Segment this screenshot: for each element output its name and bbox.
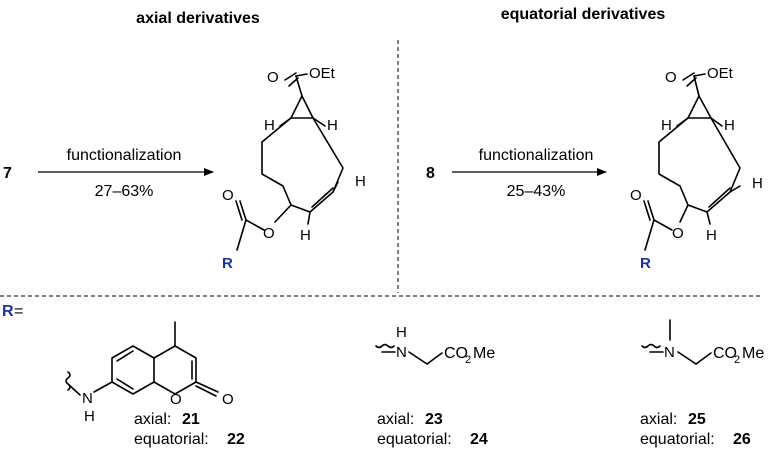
svg-text:O: O (222, 187, 234, 204)
svg-text:H: H (724, 117, 735, 134)
reaction-equatorial: 8 functionalization 25–43% (426, 147, 607, 200)
substituent-glycine-ester: N H CO 2 Me axial: 23 equatorial: 24 (375, 324, 495, 448)
svg-text:R: R (222, 255, 233, 272)
svg-text:N: N (396, 344, 407, 361)
svg-text:H: H (84, 408, 95, 425)
svg-text:=: = (14, 303, 23, 320)
start-compound-label: 8 (426, 165, 435, 182)
reagent-label: functionalization (67, 147, 182, 164)
reagent-label: functionalization (479, 147, 594, 164)
yield-label: 27–63% (95, 183, 154, 200)
svg-text:22: 22 (227, 431, 245, 448)
svg-text:axial:: axial: (640, 411, 677, 428)
svg-text:H: H (661, 117, 672, 134)
svg-text:2: 2 (734, 354, 740, 366)
svg-text:21: 21 (182, 411, 200, 428)
svg-text:H: H (706, 227, 717, 244)
svg-text:equatorial:: equatorial: (134, 431, 209, 448)
svg-text:R: R (2, 303, 14, 320)
svg-text:O: O (263, 225, 275, 242)
svg-text:H: H (327, 117, 338, 134)
svg-text:N: N (82, 390, 93, 407)
svg-text:Me: Me (742, 345, 764, 362)
svg-text:CO: CO (444, 345, 468, 362)
substituent-coumarin: N H O O axial: 21 equatorial: 22 (65, 321, 245, 448)
svg-text:26: 26 (733, 431, 751, 448)
reaction-axial: 7 functionalization 27–63% (3, 147, 214, 200)
svg-text:equatorial:: equatorial: (377, 431, 452, 448)
svg-text:equatorial:: equatorial: (640, 431, 715, 448)
substituent-sarcosine-ester: N CO 2 Me axial: 25 equatorial: 26 (640, 319, 764, 448)
svg-text:H: H (752, 175, 763, 192)
start-compound-label: 7 (3, 165, 12, 182)
product-axial-structure: O OEt H H H H O O R (222, 65, 366, 272)
svg-text:OEt: OEt (707, 65, 734, 82)
svg-text:CO: CO (713, 345, 737, 362)
svg-text:O: O (665, 69, 677, 86)
svg-text:23: 23 (425, 411, 443, 428)
header-equatorial: equatorial derivatives (501, 6, 666, 23)
svg-text:H: H (396, 324, 407, 341)
svg-text:2: 2 (465, 354, 471, 366)
svg-text:OEt: OEt (309, 65, 336, 82)
svg-text:H: H (264, 117, 275, 134)
header-axial: axial derivatives (136, 10, 260, 27)
svg-text:axial:: axial: (134, 411, 171, 428)
product-equatorial-structure: O OEt H H H H O O R (630, 65, 763, 272)
svg-text:O: O (222, 391, 234, 408)
svg-text:O: O (267, 69, 279, 86)
svg-text:O: O (170, 391, 182, 408)
svg-text:24: 24 (470, 431, 488, 448)
yield-label: 25–43% (507, 183, 566, 200)
svg-text:O: O (672, 225, 684, 242)
svg-text:O: O (630, 187, 642, 204)
svg-text:N: N (664, 344, 675, 361)
svg-text:R: R (640, 255, 651, 272)
svg-text:H: H (355, 173, 366, 190)
svg-text:25: 25 (688, 411, 706, 428)
svg-text:Me: Me (473, 345, 495, 362)
r-group-definition: R = (2, 303, 23, 320)
svg-text:axial:: axial: (377, 411, 414, 428)
svg-text:H: H (300, 227, 311, 244)
